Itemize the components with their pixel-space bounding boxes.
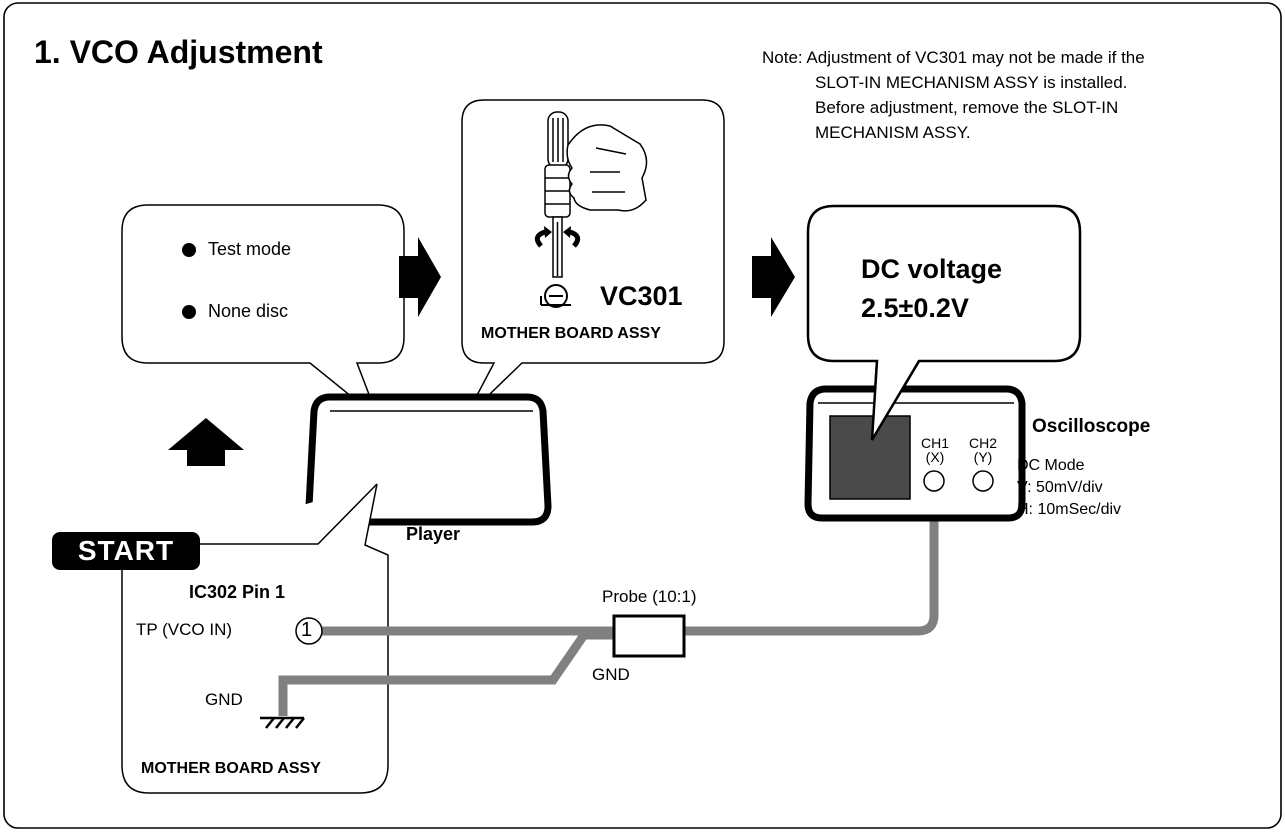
tp-pin-marker	[295, 617, 323, 645]
note-line: MECHANISM ASSY.	[815, 123, 971, 142]
conditions-bubble	[121, 204, 405, 421]
rotate-arrows-icon	[534, 226, 581, 248]
result-line-2: 2.5±0.2V	[861, 293, 969, 323]
oscilloscope-label: Oscilloscope	[1032, 416, 1151, 437]
screwdriver-hand-icon	[544, 111, 648, 278]
condition-none-disc: None disc	[208, 301, 289, 321]
ground-cable	[278, 630, 614, 716]
probe-label: Probe (10:1)	[602, 587, 697, 606]
result-bubble-tail	[870, 360, 921, 441]
note-line: Note: Adjustment of VC301 may not be mad…	[762, 48, 1145, 67]
ch2-label: CH2 (Y)	[968, 435, 997, 465]
result-line-1: DC voltage	[861, 254, 1003, 284]
setting-time: H: 10mSec/div	[1017, 501, 1122, 518]
ch1-connector-icon	[923, 470, 945, 492]
connection-board-label: MOTHER BOARD ASSY	[141, 760, 321, 777]
gnd-left-label: GND	[205, 690, 243, 709]
arrow-right-icon	[399, 237, 441, 317]
arrow-right-icon	[752, 237, 795, 317]
start-pointer-line	[200, 483, 378, 545]
ground-symbol-icon	[260, 716, 305, 729]
bullet-icon	[182, 305, 196, 319]
probe-gnd-label: GND	[592, 665, 630, 684]
bullet-icon	[182, 243, 196, 257]
oscilloscope-settings: DC Mode V: 50mV/div H: 10mSec/div	[1017, 455, 1121, 521]
condition-test-mode: Test mode	[208, 239, 292, 259]
ch2-connector-icon	[972, 470, 994, 492]
setting-volts: V: 50mV/div	[1017, 479, 1103, 496]
tp-number: 1	[301, 619, 313, 641]
pin-title: IC302 Pin 1	[189, 582, 286, 602]
note-line: SLOT-IN MECHANISM ASSY is installed.	[815, 73, 1128, 92]
setting-mode: DC Mode	[1017, 457, 1085, 474]
probe-cable	[322, 494, 939, 636]
player-label: Player	[406, 524, 461, 544]
adjust-board-label: MOTHER BOARD ASSY	[481, 325, 661, 342]
note-line: Before adjustment, remove the SLOT-IN	[815, 98, 1119, 117]
adjust-part-label: VC301	[600, 281, 683, 311]
arrow-up-icon	[168, 418, 244, 466]
page-title: 1. VCO Adjustment	[34, 34, 323, 70]
tp-label: TP (VCO IN)	[136, 620, 233, 639]
oscilloscope-device-icon	[804, 385, 1026, 522]
oscilloscope-screen	[829, 415, 911, 500]
start-badge: START	[52, 532, 200, 570]
trimmer-capacitor-icon	[540, 284, 571, 308]
ch1-label: CH1 (X)	[920, 435, 949, 465]
probe-body	[612, 614, 686, 658]
note-text: Note: Adjustment of VC301 may not be mad…	[762, 45, 1145, 145]
adjustment-bubble	[461, 99, 725, 419]
